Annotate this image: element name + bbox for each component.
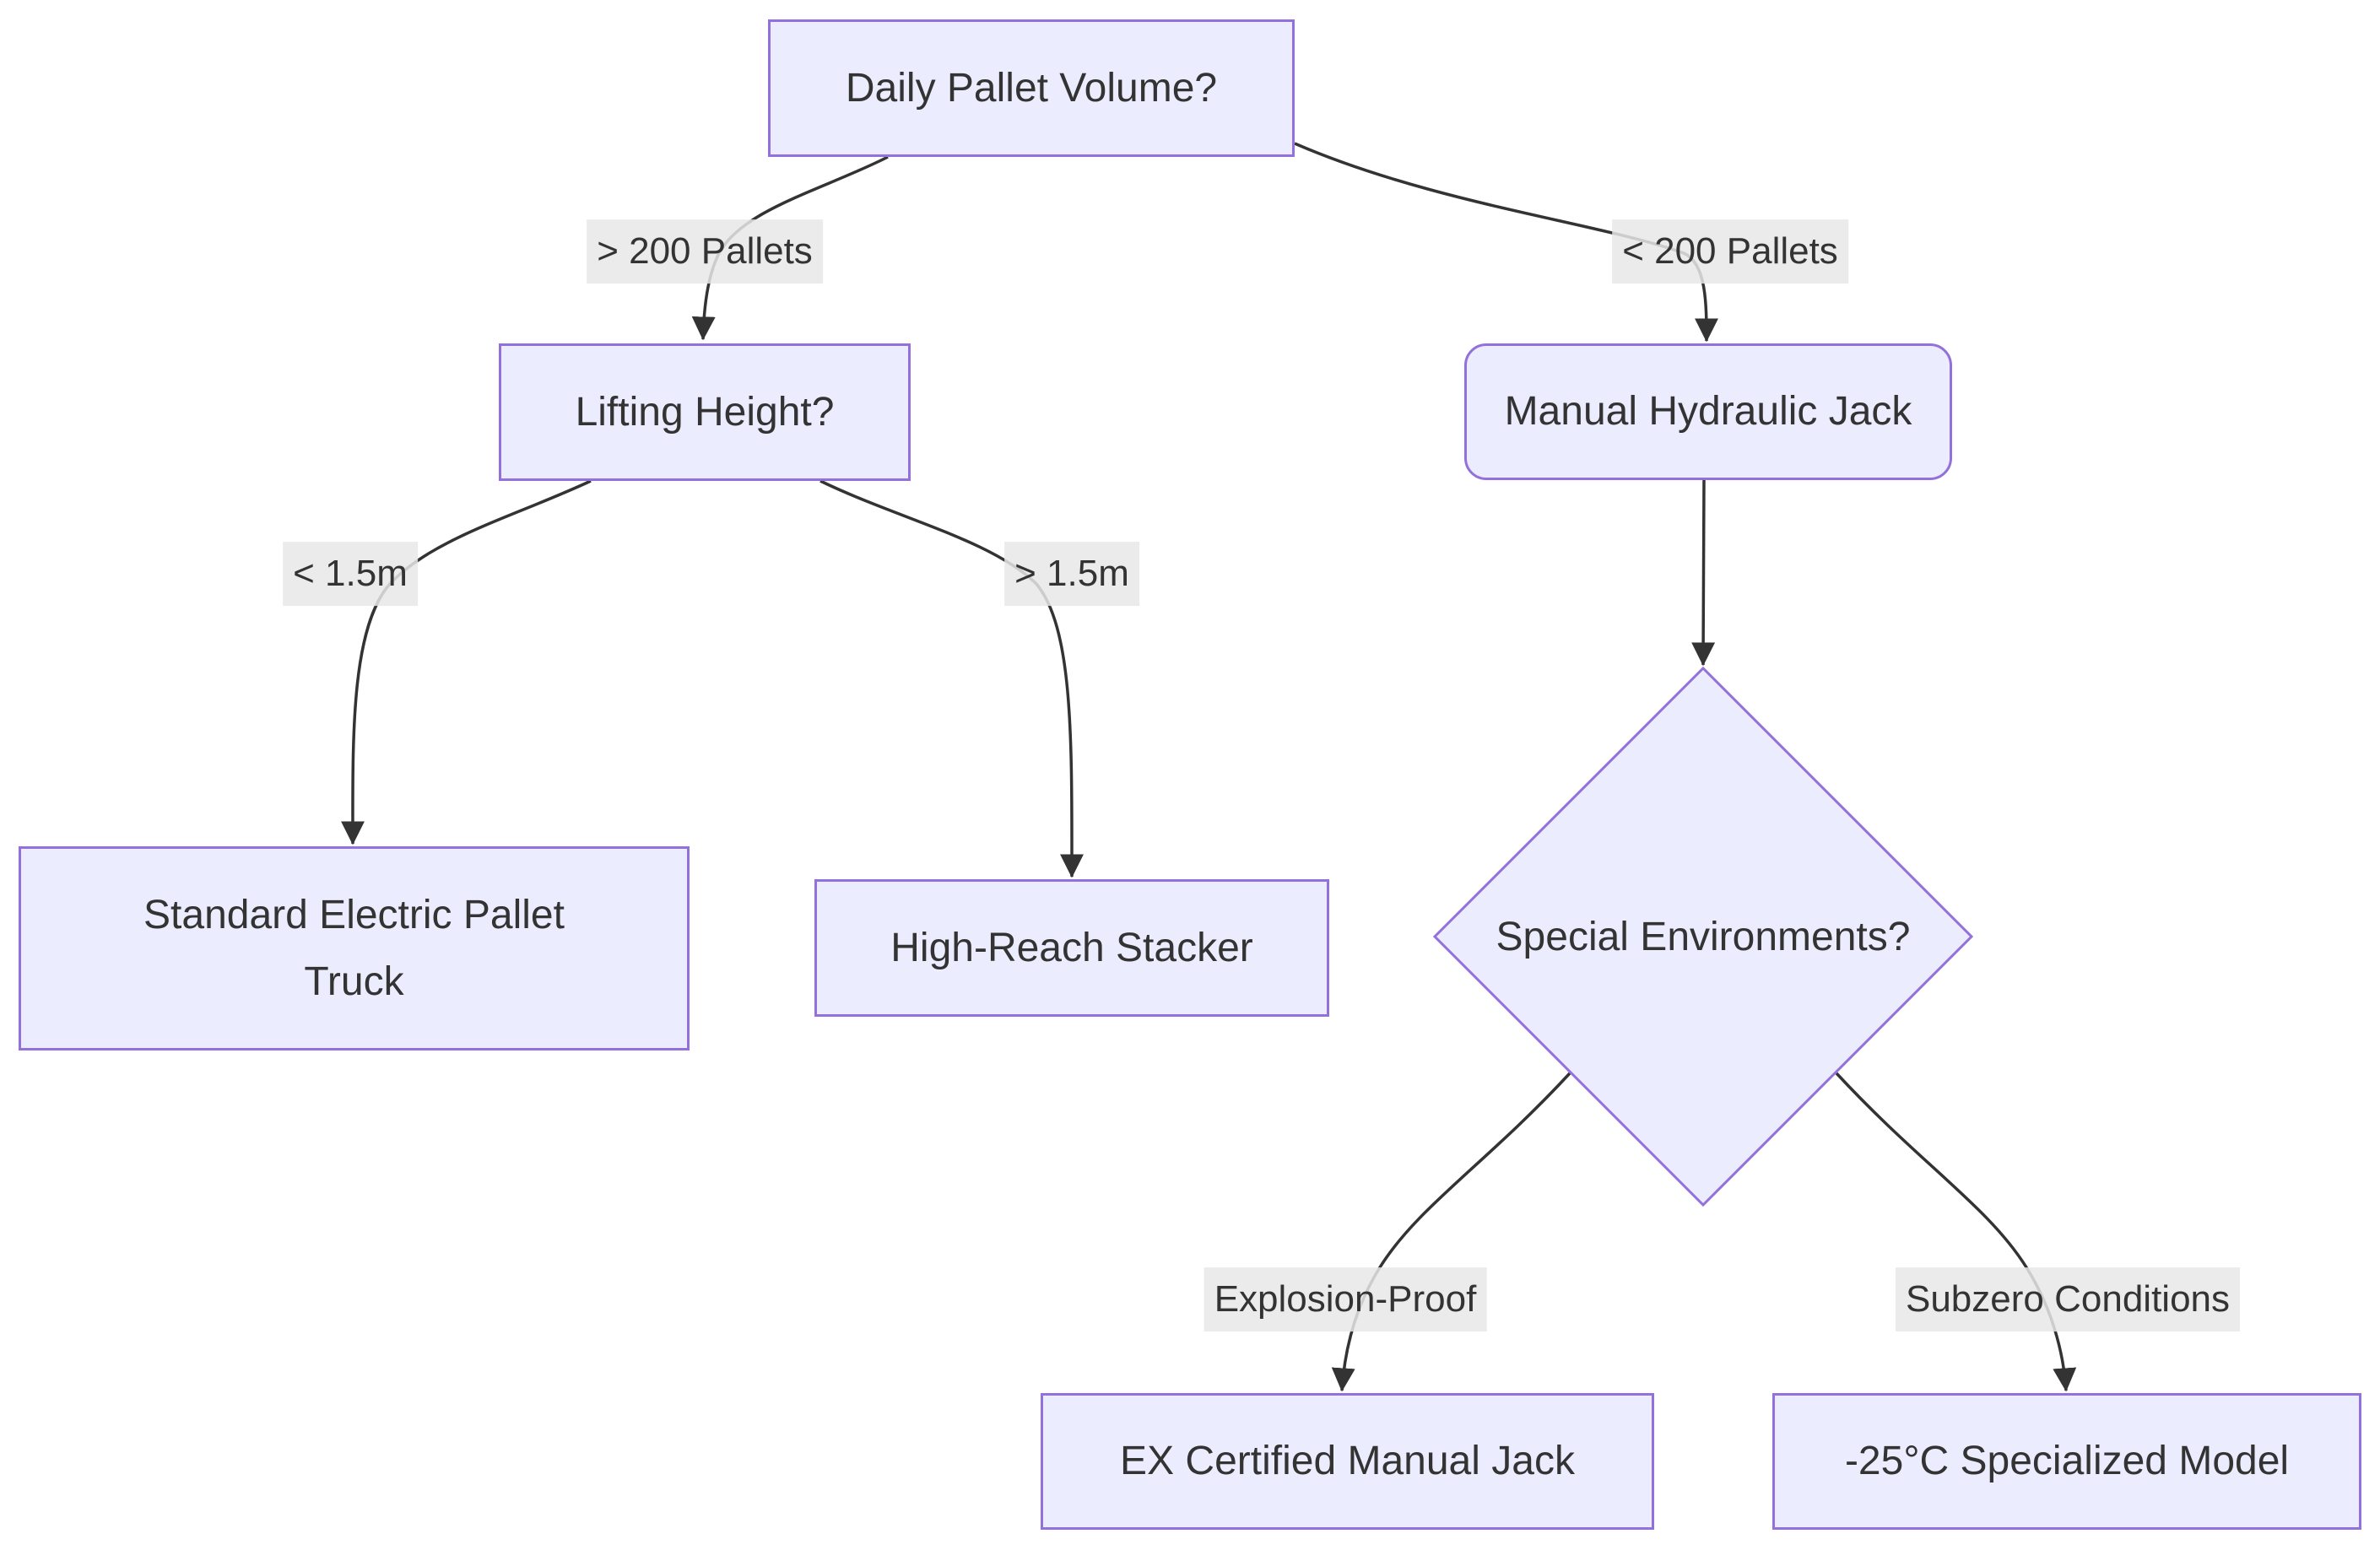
- edge-manual-jack-to-special-env: [1691, 479, 1716, 667]
- node-high-reach-stacker: High-Reach Stacker: [814, 879, 1329, 1017]
- node-special-environments-shape: [1432, 666, 1974, 1207]
- node-label: Special Environments?: [1496, 914, 1911, 959]
- node-standard-electric-pallet-truck: Standard Electric Pallet Truck: [19, 846, 690, 1050]
- node-label: High-Reach Stacker: [890, 925, 1253, 970]
- edge-label-lt-200-pallets: < 200 Pallets: [1612, 219, 1848, 284]
- edge-label-lt-1-5m: < 1.5m: [283, 542, 418, 606]
- edge-lifting-height-to-high-reach: [819, 479, 1085, 878]
- node-daily-pallet-volume: Daily Pallet Volume?: [768, 19, 1295, 157]
- edge-label-gt-1-5m: > 1.5m: [1004, 542, 1139, 606]
- node-lifting-height: Lifting Height?: [499, 343, 911, 481]
- edge-lifting-height-to-standard-electric: [340, 479, 592, 845]
- node-label: Daily Pallet Volume?: [845, 65, 1218, 111]
- edge-special-env-to-ex-certified: [1331, 1072, 1571, 1392]
- node-special-environments-label: Special Environments?: [1469, 878, 1938, 996]
- node-ex-certified-manual-jack: EX Certified Manual Jack: [1041, 1393, 1654, 1530]
- node-label: Lifting Height?: [575, 389, 835, 435]
- edge-label-gt-200-pallets: > 200 Pallets: [587, 219, 823, 284]
- node-label: Standard Electric Pallet Truck: [143, 892, 565, 1004]
- edge-label-subzero-conditions: Subzero Conditions: [1895, 1267, 2241, 1331]
- node-label: -25°C Specialized Model: [1844, 1439, 2290, 1484]
- node-subzero-specialized-model: -25°C Specialized Model: [1772, 1393, 2361, 1530]
- edge-label-explosion-proof: Explosion-Proof: [1204, 1267, 1487, 1331]
- node-manual-hydraulic-jack: Manual Hydraulic Jack: [1464, 343, 1952, 480]
- node-label: EX Certified Manual Jack: [1120, 1439, 1575, 1484]
- edge-special-env-to-subzero-model: [1835, 1072, 2077, 1392]
- node-label: Manual Hydraulic Jack: [1504, 389, 1912, 435]
